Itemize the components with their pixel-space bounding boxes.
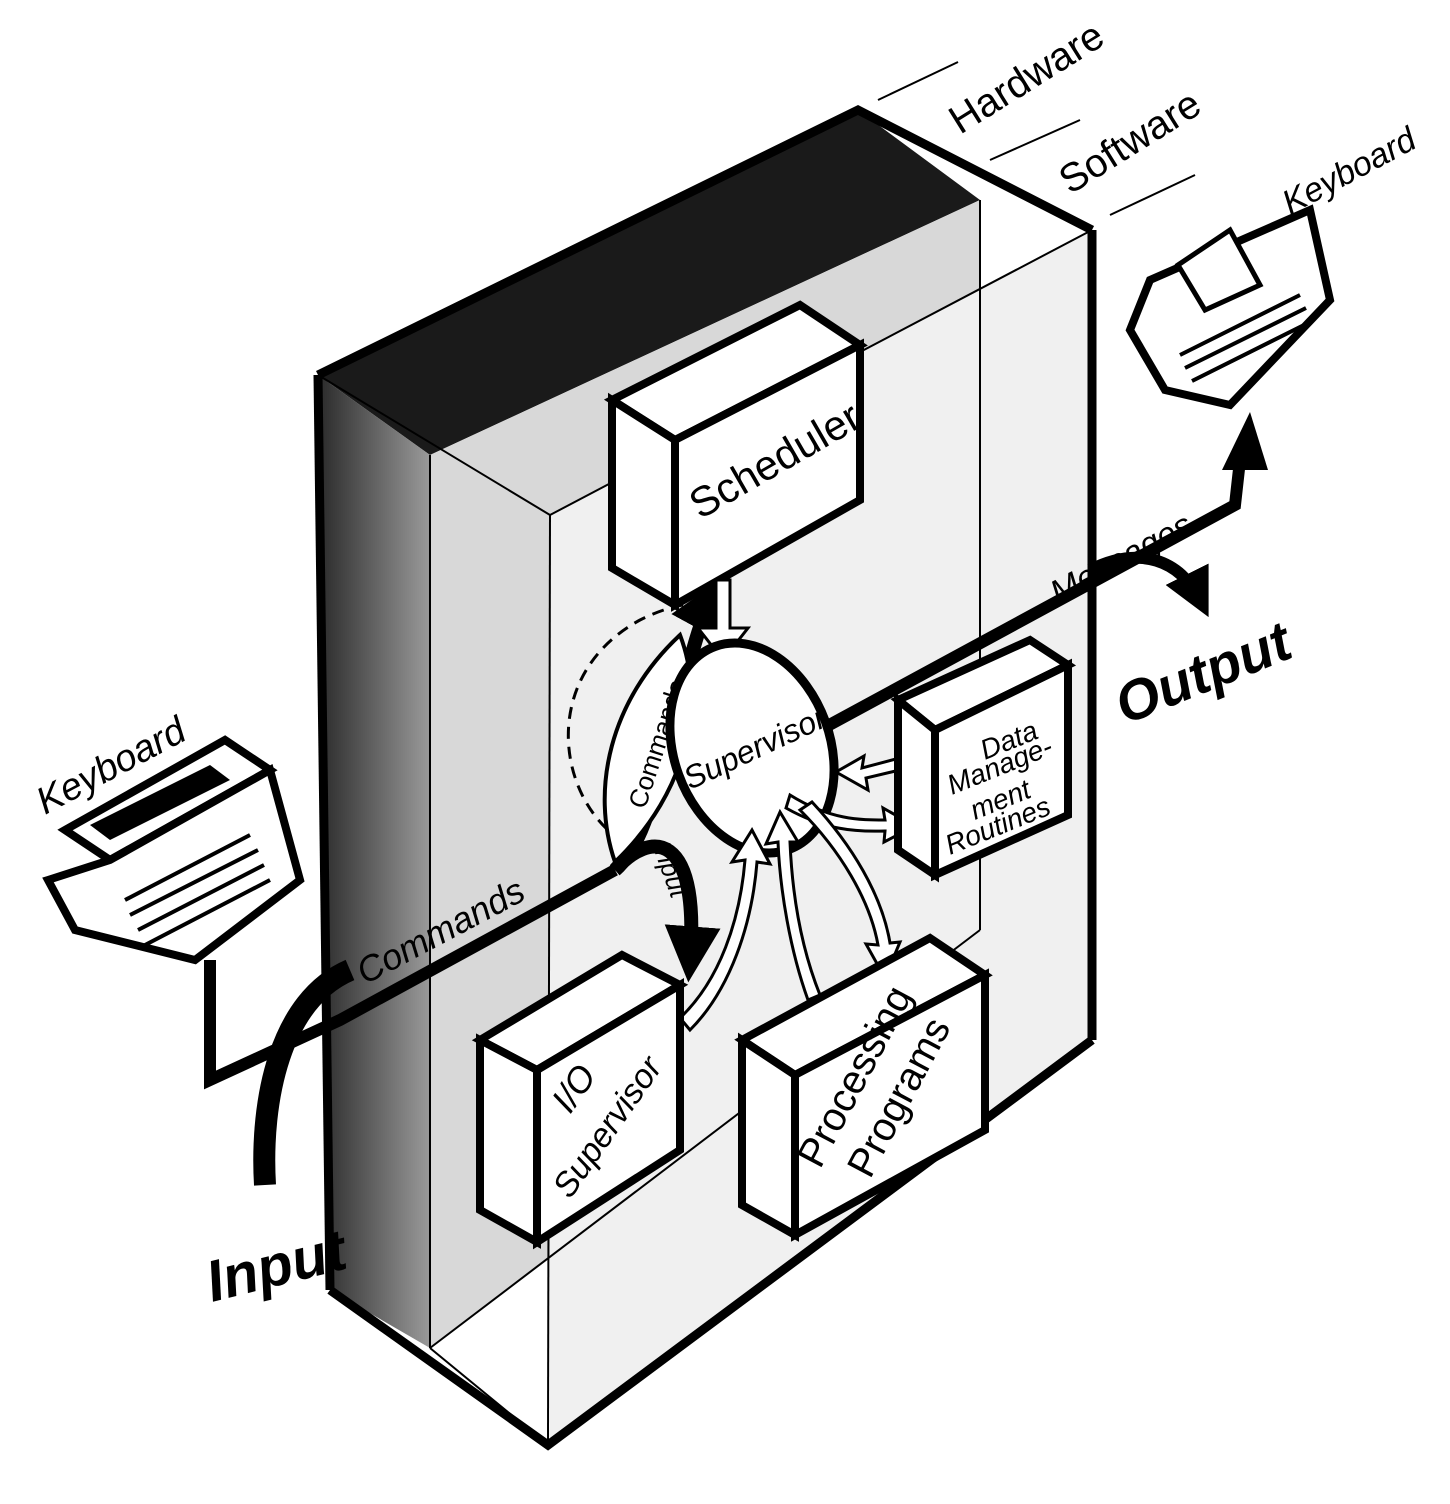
- io-front: [533, 977, 684, 1250]
- keyboard-terminal-left: Keyboard: [30, 709, 305, 965]
- hardware-label: Hardware: [941, 13, 1111, 142]
- terminal-right-body: [1125, 204, 1335, 410]
- software-label: Software: [1051, 82, 1208, 203]
- cabinet-outline-left: [313, 374, 335, 1291]
- commands-bubble-shape: [602, 631, 694, 866]
- input-curve-down: [609, 839, 721, 983]
- hardware-left-face: [318, 375, 430, 1348]
- supervisor-node: Supervisor: [665, 638, 839, 858]
- dm-front: [931, 658, 1072, 882]
- pp-side: [738, 1032, 799, 1242]
- pp-to-supervisor-arrow: [763, 808, 822, 1002]
- terminal-right-keys: [1179, 293, 1313, 383]
- terminal-left-slot: [90, 765, 230, 840]
- hardware-leader: [877, 61, 959, 101]
- output-label: Output: [1106, 608, 1302, 736]
- cabinet-outline-top: [316, 104, 1095, 380]
- dm-side: [894, 691, 939, 883]
- cabinet-edge-3: [547, 514, 551, 1446]
- terminal-left-keys: [124, 833, 271, 947]
- io-to-supervisor-arrow: [677, 826, 773, 1033]
- output-curve: [1087, 551, 1209, 618]
- cabinet-edge-1: [317, 374, 551, 516]
- messages-line: [817, 459, 1246, 736]
- software-leader-1: [989, 119, 1081, 161]
- scheduler-box: Scheduler: [603, 300, 868, 612]
- hardware-top-face: [318, 110, 980, 455]
- terminal-right-paper: [1174, 226, 1264, 314]
- io-side: [476, 1033, 541, 1249]
- pp-front: [791, 968, 989, 1242]
- keyboard-right-label: Keyboard: [1276, 120, 1423, 222]
- keyboard-terminal-right: Keyboard: [1125, 120, 1423, 410]
- input-outer-label: Input: [199, 1217, 355, 1315]
- software-leader-2: [1109, 174, 1196, 216]
- processing-programs-box: Processing Programs: [734, 933, 993, 1242]
- scheduler-side: [608, 392, 679, 612]
- messages-arrowhead: [1222, 412, 1268, 470]
- commands-dashed-loop: [566, 601, 722, 852]
- cabinet-edge-7: [429, 1347, 549, 1446]
- input-swoop: [253, 959, 355, 1186]
- scheduler-front: [671, 338, 864, 612]
- terminal-left-body: [42, 763, 305, 965]
